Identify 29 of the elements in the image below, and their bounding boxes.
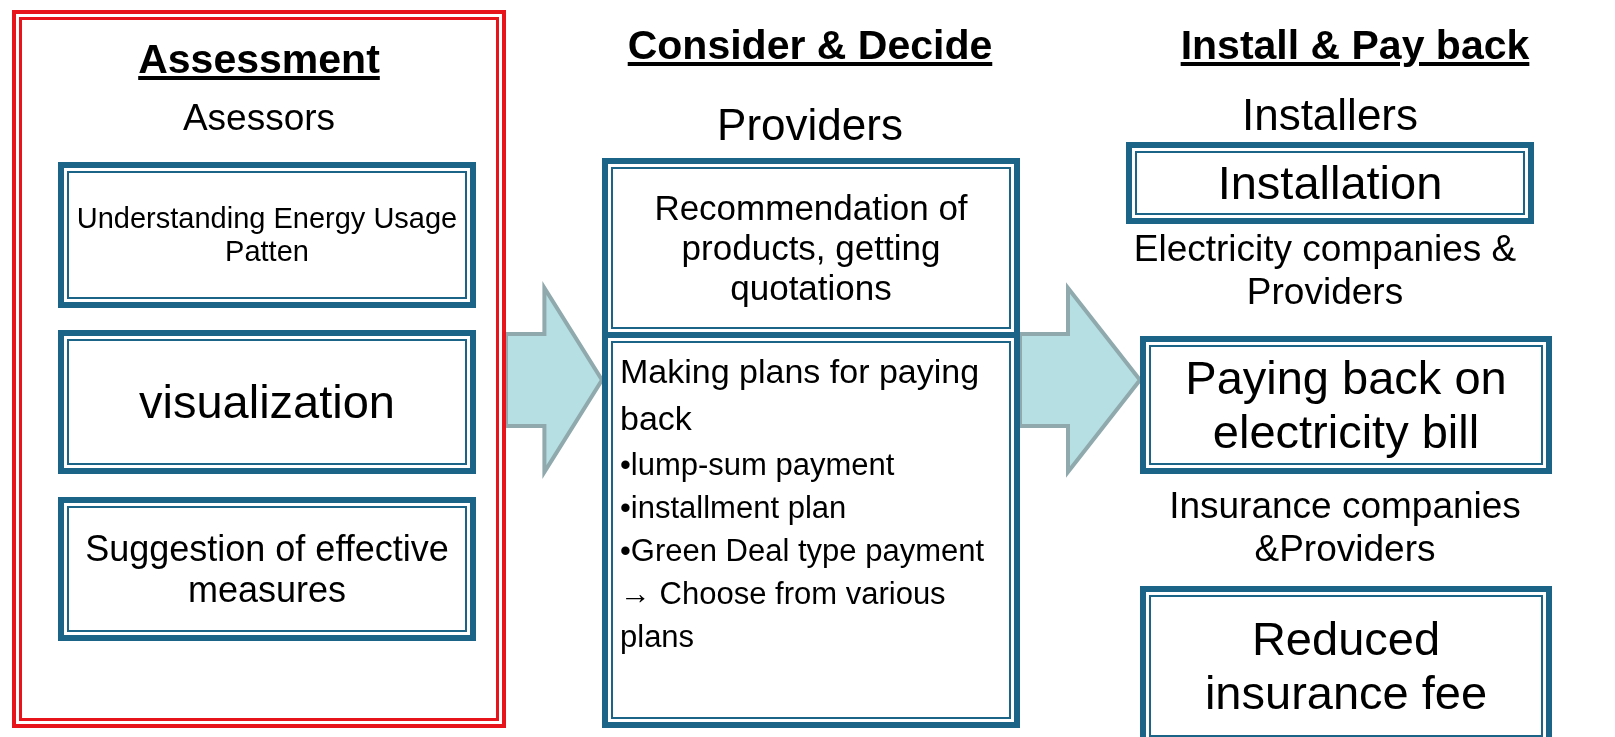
box-text: Reduced insurance fee	[1203, 611, 1489, 721]
box-text: Making plans for paying back	[620, 351, 981, 440]
list-item: •Green Deal type payment	[620, 531, 985, 570]
box-text: Recommendation of products, getting quotations	[653, 187, 969, 309]
column-heading: Consider & Decide	[626, 22, 994, 70]
column-heading: Assessment	[138, 36, 380, 84]
step-box	[1126, 142, 1534, 224]
list-item: → Choose from various plans	[620, 574, 947, 656]
box-text: Installation	[1217, 155, 1443, 210]
box-text: visualization	[139, 374, 395, 429]
box-text: Paying back on electricity bill	[1184, 350, 1508, 460]
step-box	[1140, 586, 1552, 737]
column-heading: Install & Pay back	[1179, 22, 1531, 70]
list-item: •lump-sum payment	[620, 445, 895, 484]
step-box	[58, 330, 476, 474]
step-box	[58, 497, 476, 641]
role-label: Electricity companies & Providers	[1132, 228, 1518, 314]
role-label: Insurance companies &Providers	[1168, 485, 1522, 571]
block-arrow	[504, 281, 605, 479]
step-box	[1140, 336, 1552, 474]
box-text: Suggestion of effective measures	[84, 527, 450, 611]
role-label: Asessors	[182, 97, 336, 140]
stage-panel	[12, 10, 506, 728]
step-box	[58, 162, 476, 308]
list-item: •installment plan	[620, 488, 847, 527]
block-arrow	[1018, 282, 1143, 478]
role-label: Installers	[1240, 90, 1420, 141]
box-text: Understanding Energy Usage Patten	[75, 201, 459, 269]
role-label: Providers	[716, 100, 904, 151]
